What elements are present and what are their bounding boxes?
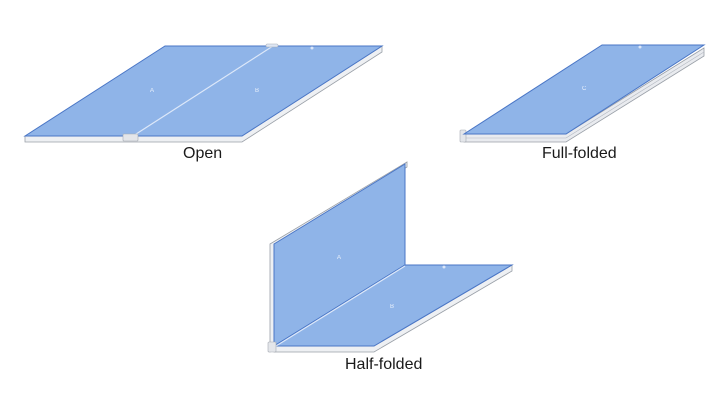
full-folded-device: C [459,44,706,143]
half-folded-hinge [275,265,406,347]
open-panel-mark-a: A [150,88,154,94]
full-folded-surface [462,44,706,135]
full-folded-label: Full-folded [542,145,617,162]
full-folded-panel-mark-c: C [582,86,587,92]
full-folded-edge-seam-side [565,51,705,139]
full-folded-hinge-cap [459,129,467,143]
open-panel-mark-b: B [255,88,259,94]
open-label: Open [183,145,223,162]
open-hinge-cap-bottom [122,133,139,142]
half-folded-panel-mark-a: A [337,255,341,261]
open-hinge-cap-top [265,43,279,48]
half-folded-base-panel [272,264,514,347]
half-folded-device: A B [267,161,514,353]
open-camera-dot [310,46,314,50]
full-folded-camera-dot [638,45,642,49]
open-device: A B [23,43,384,143]
half-folded-hinge-cap [267,341,277,353]
half-folded-label: Half-folded [345,356,423,373]
half-folded-camera-dot [442,265,446,269]
open-device-hinge [132,45,274,137]
half-folded-panel-mark-b: B [390,304,394,310]
